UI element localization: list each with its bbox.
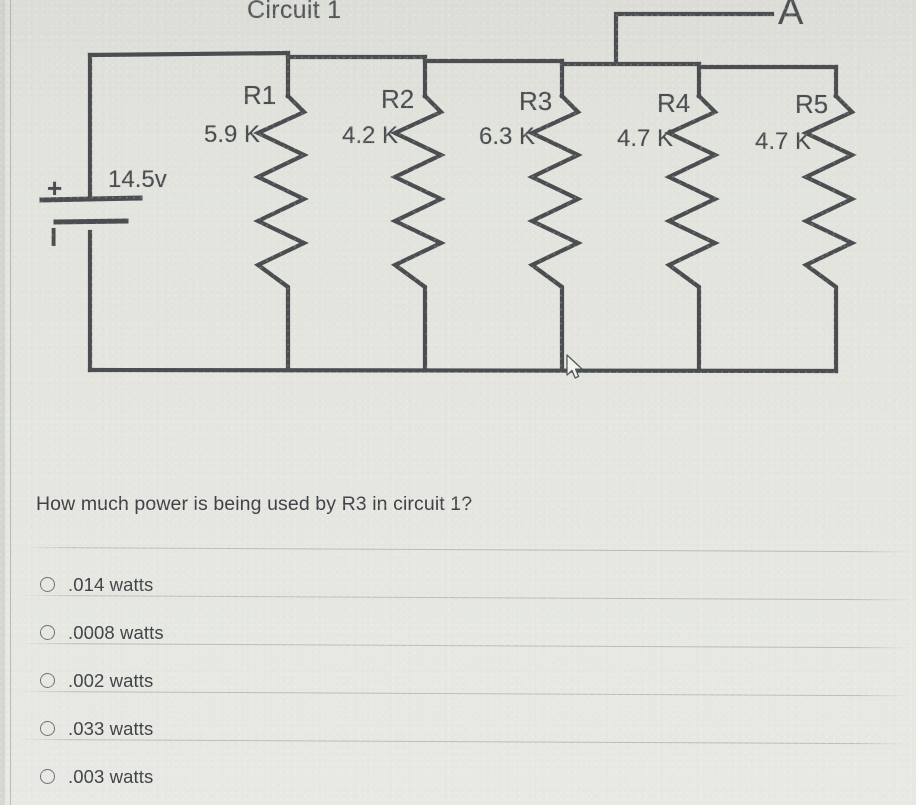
resistor-r4-name: R4 (657, 88, 691, 118)
resistor-r5-symbol (801, 93, 857, 374)
page-left-margin (0, 0, 5, 805)
radio-option-5[interactable] (40, 769, 55, 784)
resistor-r2-name: R2 (381, 84, 415, 114)
resistor-r3-symbol (527, 93, 583, 373)
wire-top-left (87, 50, 291, 58)
option-row[interactable]: .033 watts (0, 689, 916, 739)
resistor-r3-value: 6.3 K (479, 123, 536, 150)
node-a-label: A (778, 0, 804, 33)
option-label-2[interactable]: .0008 watts (68, 622, 164, 643)
battery-short-plate (53, 218, 129, 225)
circuit-schematic-svg (39, 11, 857, 374)
resistor-r1-symbol (253, 93, 309, 373)
option-label-3[interactable]: .002 watts (68, 670, 154, 691)
option-separator (19, 547, 910, 553)
battery-positive-terminal-label: + (47, 173, 63, 203)
question-text: How much power is being used by R3 in ci… (36, 493, 473, 515)
option-separator (19, 595, 910, 601)
option-label-1[interactable]: .014 watts (68, 574, 154, 595)
circuit-title: Circuit 1 (247, 0, 342, 24)
option-row[interactable]: .014 watts (0, 545, 916, 595)
option-separator (19, 739, 910, 745)
option-row[interactable]: .0008 watts (0, 593, 916, 643)
battery-voltage-label: 14.5v (108, 166, 167, 193)
resistor-r1-name: R1 (243, 80, 277, 110)
wire-node-a-tap (613, 11, 775, 65)
resistor-r2-value: 4.2 K (342, 122, 399, 149)
radio-option-1[interactable] (40, 577, 55, 592)
wire-bottom-rail (87, 367, 839, 374)
radio-option-2[interactable] (40, 625, 55, 640)
option-separator (19, 643, 910, 649)
radio-option-4[interactable] (40, 721, 55, 736)
resistor-r5-value: 4.7 K (755, 128, 812, 155)
resistor-r3-name: R3 (519, 86, 553, 116)
circuit-diagram: Circuit 1 A 14.5v + I R1 5.9 K R2 4.2 K … (0, 0, 916, 400)
battery-negative-terminal-label: I (50, 222, 58, 252)
option-row[interactable]: .002 watts (0, 641, 916, 691)
resistor-r4-value: 4.7 K (617, 125, 674, 152)
resistor-r4-symbol (664, 93, 720, 373)
resistor-r1-value: 5.9 K (204, 121, 261, 148)
resistor-r2-symbol (390, 93, 446, 373)
option-label-5[interactable]: .003 watts (68, 766, 154, 787)
resistor-r5-name: R5 (795, 89, 829, 119)
option-separator (19, 691, 910, 697)
option-label-4[interactable]: .033 watts (68, 718, 154, 739)
radio-option-3[interactable] (40, 673, 55, 688)
battery-long-plate (39, 195, 143, 203)
option-row[interactable]: .003 watts (0, 737, 916, 787)
page-left-rule (10, 0, 11, 805)
